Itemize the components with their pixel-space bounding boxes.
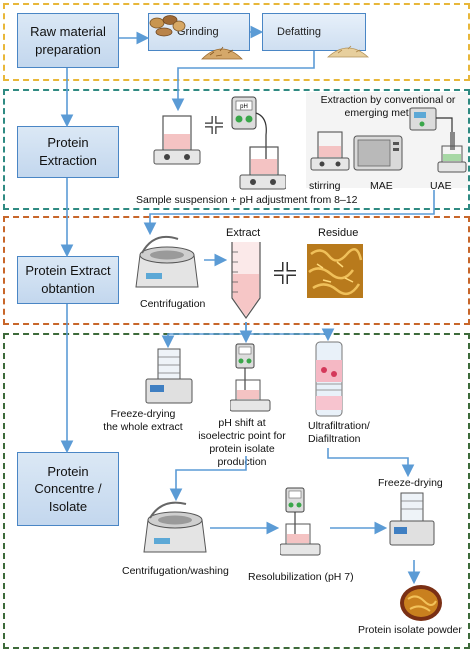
svg-text:pH: pH [240,104,248,110]
mae-microwave-image [353,135,403,171]
seeds-image [149,15,186,37]
uae-ultrasound-image [409,107,467,173]
plus-icon [205,116,223,134]
centrifugation-washing-label: Centrifugation/washing [122,565,229,577]
stage-extract-obtention: Protein Extract obtantion [17,256,119,304]
freeze-dryer-image [389,492,435,546]
stirring-image [310,131,350,171]
centrifuge-image [135,235,199,288]
extract-tube-image [231,242,261,320]
extract-label: Extract [226,227,261,239]
stage-concentrate-isolate: Protein Concentre / Isolate [17,452,119,526]
residue-image [307,244,363,298]
uae-label: UAE [430,180,452,192]
ultrafiltration-label: Ultrafiltration/ Diafiltration [308,420,370,446]
ph-meter-image: pH [231,96,286,190]
ph-shift-label: pH shift at isoelectric point for protei… [198,417,286,469]
freeze-drying-label: Freeze-drying [378,477,443,489]
stirring-label: stirring [309,180,341,192]
beaker-stirrer-image [153,115,201,165]
grinding-label: Grinding [177,26,219,38]
freeze-drying-whole-extract-label: Freeze-drying the whole extract [103,408,183,434]
ultrafiltration-image [315,341,343,417]
centrifuge-washing-image [143,501,207,553]
sample-suspension-label: Sample suspension + pH adjustment from 8… [136,194,358,206]
resolubilization-image [280,487,321,556]
freeze-dryer-image [145,348,193,404]
defatted-material-image [326,45,370,58]
protein-powder-image [400,585,442,621]
stage-raw-material-label: Raw material preparation [30,23,106,57]
mae-label: MAE [370,180,393,192]
defatting-label: Defatting [277,26,322,38]
stage-protein-extraction-label: Protein Extraction [39,135,97,168]
ph-shift-meter-image [230,343,271,412]
stage-raw-material: Raw material preparation [17,13,119,68]
defatting-box: Defatting [262,13,366,51]
centrifugation-label: Centrifugation [140,298,206,310]
stage-extract-obtention-label: Protein Extract obtantion [25,263,111,296]
resolubilization-label: Resolubilization (pH 7) [248,571,354,583]
residue-label: Residue [318,227,359,239]
ground-material-image [201,46,243,60]
protein-isolate-powder-label: Protein isolate powder [358,624,462,636]
stage-concentrate-isolate-label: Protein Concentre / Isolate [34,463,102,514]
stage-protein-extraction: Protein Extraction [17,126,119,178]
plus-icon [274,262,296,284]
